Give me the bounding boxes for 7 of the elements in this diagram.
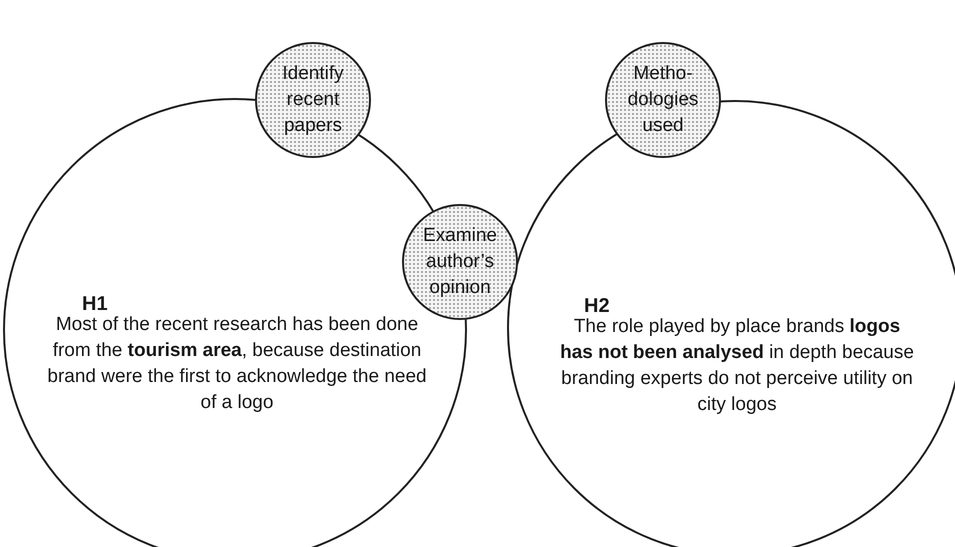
hypothesis-heading: H1 — [82, 292, 108, 316]
hypothesis-text: Most of the recent research has been done from the tourism area, because destination brand were the first to acknowledge the need of a logo — [47, 313, 427, 415]
hypothesis-heading: H2 — [584, 294, 610, 318]
circle-label: Identify recent papers — [281, 62, 345, 138]
circle-label: Metho- dologies used — [626, 62, 700, 138]
circle-label: Examine author’s opinion — [422, 224, 498, 300]
hypothesis-text: The role played by place brands logos has not been analysed in depth because branding experts do not perceive utility on city logos — [559, 315, 915, 417]
